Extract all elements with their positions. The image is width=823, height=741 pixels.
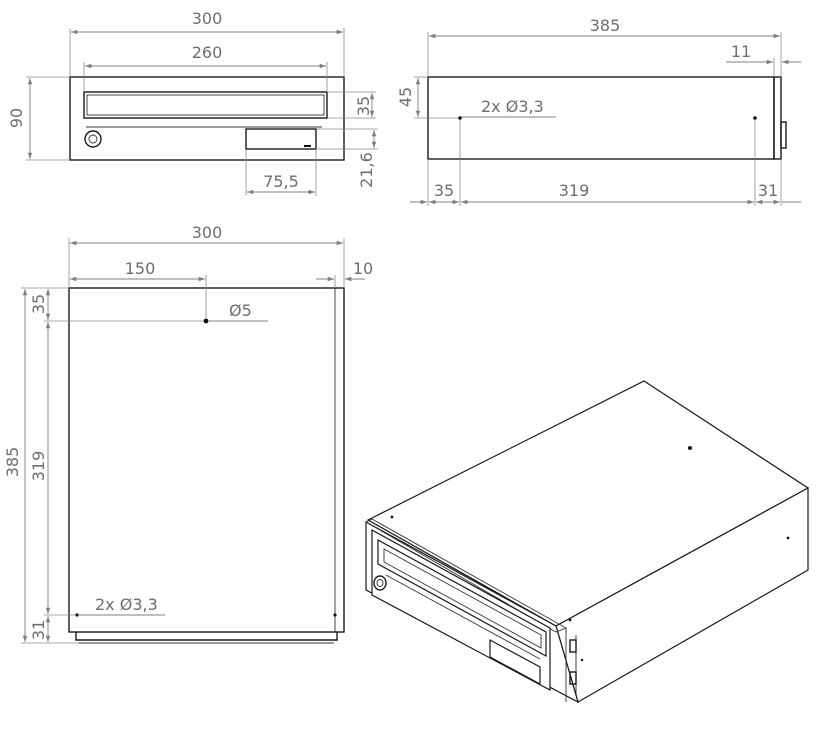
dim-top-center-label: 150 bbox=[125, 259, 156, 278]
front-lock-core bbox=[88, 134, 98, 144]
front-lock bbox=[84, 130, 102, 148]
top-front-lip bbox=[75, 632, 338, 641]
dim-slot-height-label: 35 bbox=[354, 96, 373, 116]
side-view: 385 11 45 2x Ø3,3 35 319 31 bbox=[396, 16, 801, 206]
dim-slot-width-label: 260 bbox=[192, 43, 223, 62]
dim-side-lip-label: 11 bbox=[731, 42, 751, 61]
dim-front-height-label: 90 bbox=[7, 108, 26, 128]
top-hole-center bbox=[203, 318, 209, 324]
side-body-outline bbox=[427, 76, 775, 160]
dim-top-spacing-label: 319 bbox=[29, 451, 48, 482]
dim-label-width-label: 75,5 bbox=[263, 172, 299, 191]
front-mail-slot bbox=[83, 91, 328, 119]
dim-top-width-label: 300 bbox=[192, 223, 223, 242]
iso-hinge-top bbox=[569, 639, 577, 653]
iso-name-label bbox=[489, 638, 541, 686]
top-hole-diameter: Ø5 bbox=[229, 301, 252, 320]
top-body-outline bbox=[68, 287, 345, 633]
top-hole-left bbox=[75, 613, 79, 617]
dim-label-height-label: 21,6 bbox=[357, 152, 376, 188]
dim-top-bottom-offset-label: 31 bbox=[29, 620, 48, 640]
side-front-lip bbox=[773, 76, 782, 160]
top-small-hole-callout: 2x Ø3,3 bbox=[95, 595, 158, 614]
front-body-outline bbox=[69, 76, 345, 161]
isometric-view bbox=[365, 380, 810, 704]
side-flap bbox=[780, 121, 787, 149]
dim-side-left-offset-label: 35 bbox=[434, 181, 454, 200]
iso-hinge-bottom bbox=[569, 671, 577, 685]
top-view: 300 150 10 385 35 319 31 Ø5 2x Ø3,3 bbox=[3, 223, 373, 644]
side-hole-left bbox=[458, 116, 462, 120]
front-view: 300 260 90 35 21,6 75,5 bbox=[7, 9, 378, 196]
front-mail-slot-inner bbox=[86, 94, 325, 116]
dim-side-hole-height-label: 45 bbox=[396, 87, 415, 107]
dim-side-hole-spacing-label: 319 bbox=[559, 181, 590, 200]
iso-lock bbox=[373, 575, 387, 591]
dim-front-width-label: 300 bbox=[192, 9, 223, 28]
dim-side-right-offset-label: 31 bbox=[758, 181, 778, 200]
dim-side-depth-label: 385 bbox=[590, 16, 621, 35]
dim-top-depth-label: 385 bbox=[3, 447, 22, 478]
front-name-label bbox=[245, 128, 317, 150]
front-label-mark bbox=[304, 145, 311, 147]
iso-top-hole bbox=[688, 446, 692, 450]
top-hole-right bbox=[333, 613, 337, 617]
dim-top-margin-label: 10 bbox=[353, 259, 373, 278]
side-hole-callout: 2x Ø3,3 bbox=[481, 97, 544, 116]
dim-top-hole-offset-label: 35 bbox=[29, 294, 48, 314]
side-hole-right bbox=[753, 116, 757, 120]
